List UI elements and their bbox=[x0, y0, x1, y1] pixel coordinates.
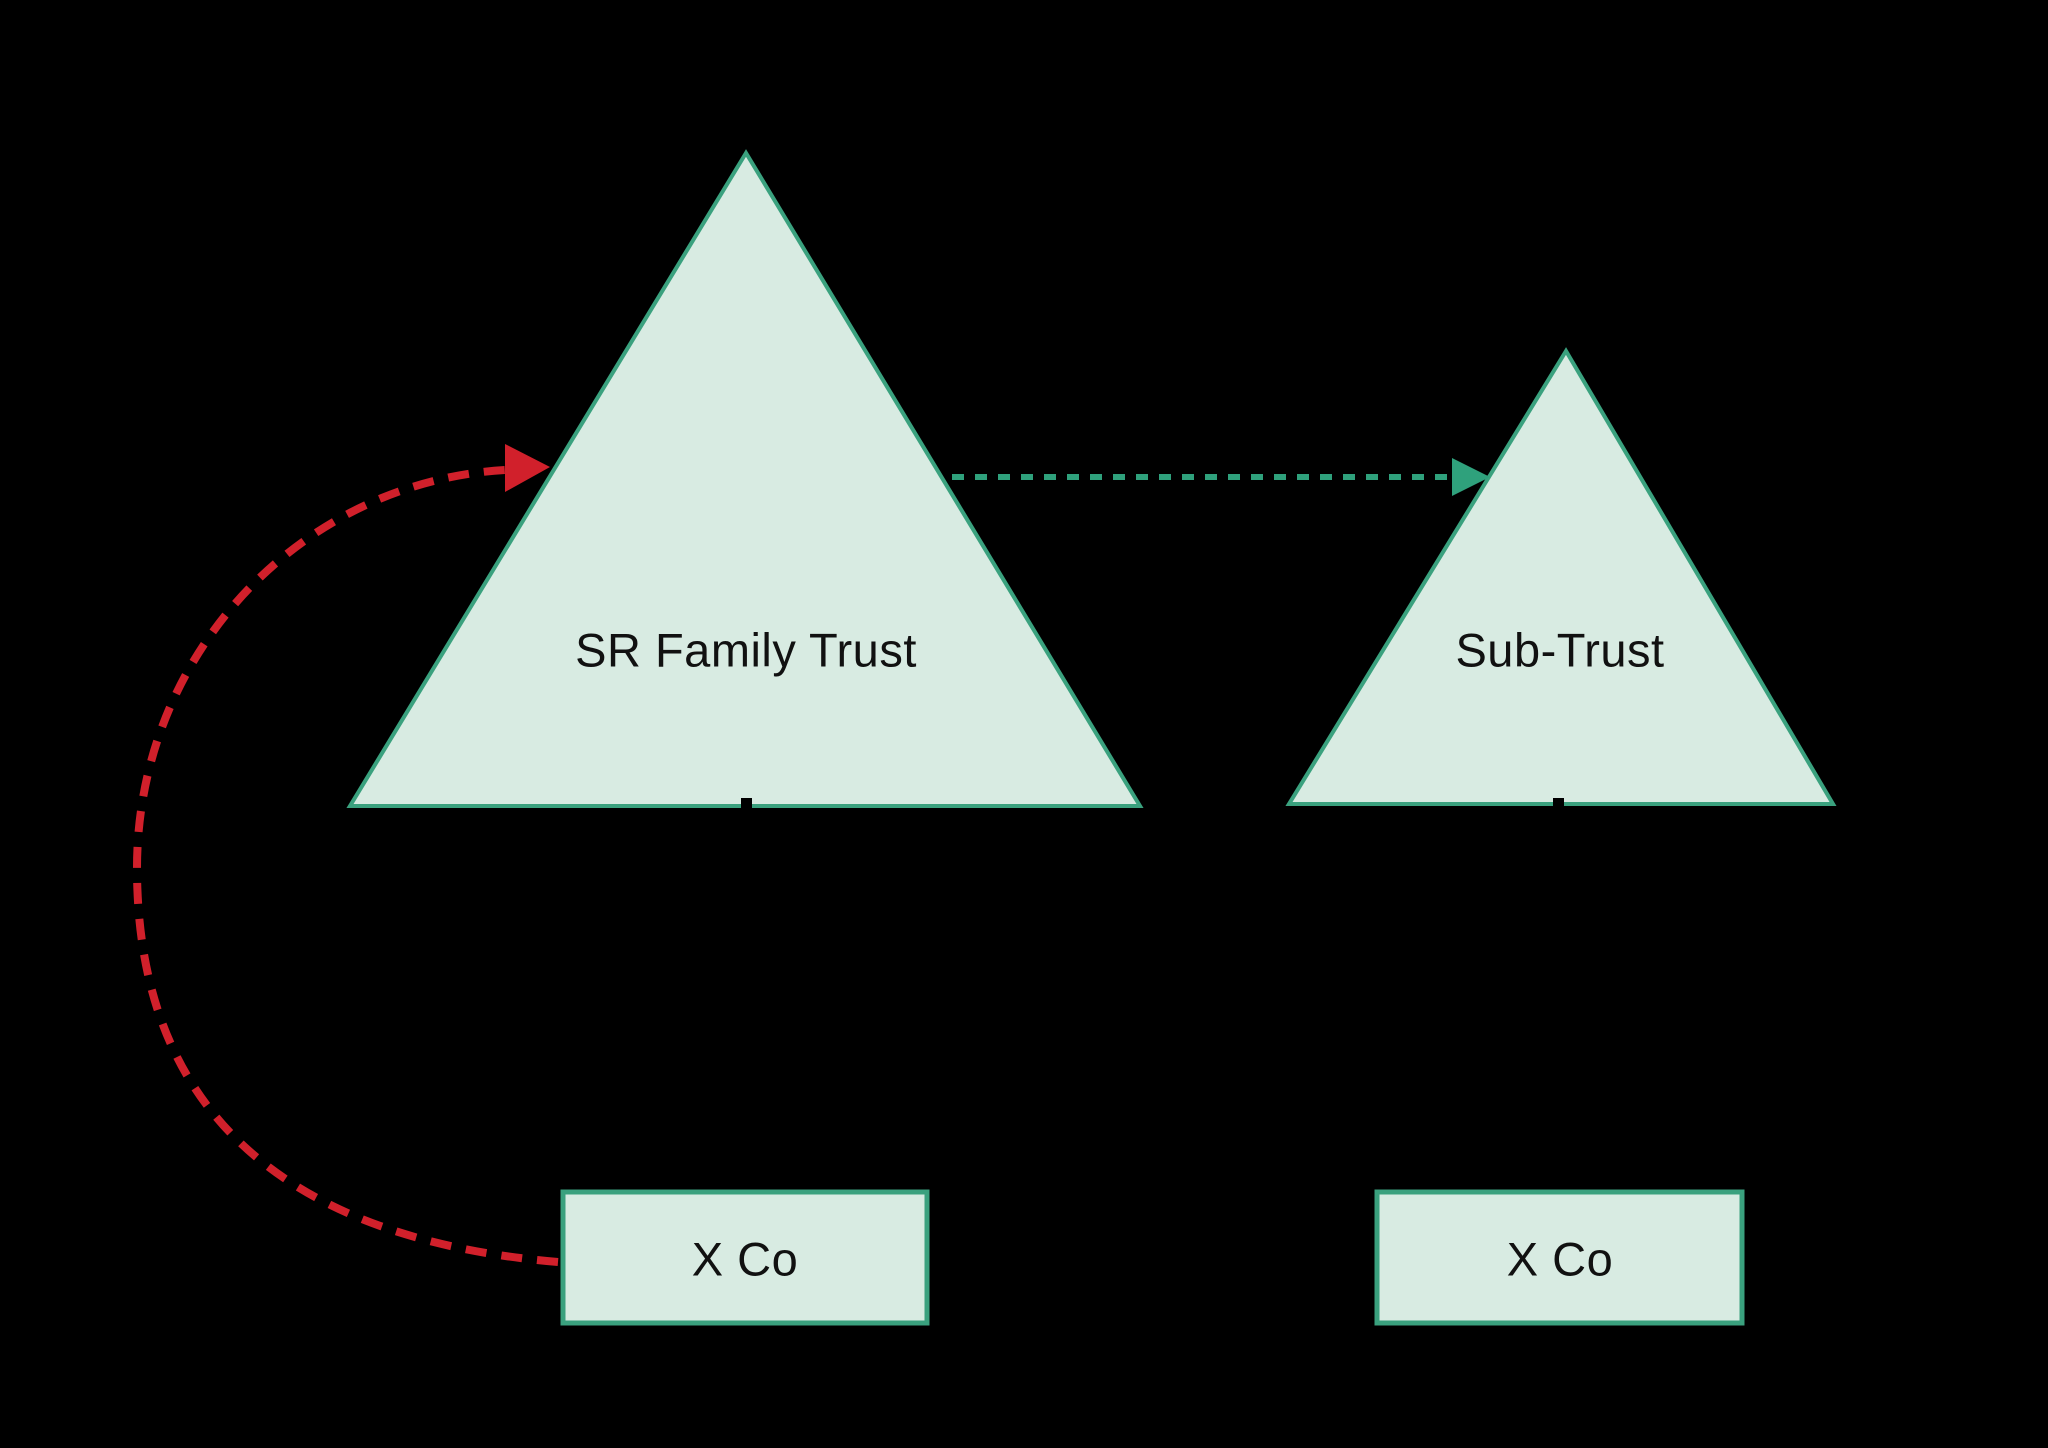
sr-base-connector-stub bbox=[741, 798, 752, 814]
xco-right-label: X Co bbox=[1506, 1232, 1614, 1286]
sub-trust-label: Sub-Trust bbox=[1455, 623, 1665, 677]
sub-base-connector-stub bbox=[1553, 798, 1564, 814]
sr-family-trust-label: SR Family Trust bbox=[575, 623, 917, 677]
xco-left-label: X Co bbox=[691, 1232, 799, 1286]
teal-dashed-arrow bbox=[952, 458, 1490, 496]
teal-arrowhead-icon bbox=[1452, 458, 1490, 496]
xco-left-box bbox=[560, 1189, 930, 1326]
xco-right-box bbox=[1374, 1189, 1745, 1326]
red-dashed-arrow bbox=[132, 444, 559, 1266]
red-arrowhead-icon bbox=[505, 444, 550, 492]
sub-trust-triangle bbox=[1285, 347, 1837, 806]
red-dashed-curve bbox=[132, 466, 559, 1266]
